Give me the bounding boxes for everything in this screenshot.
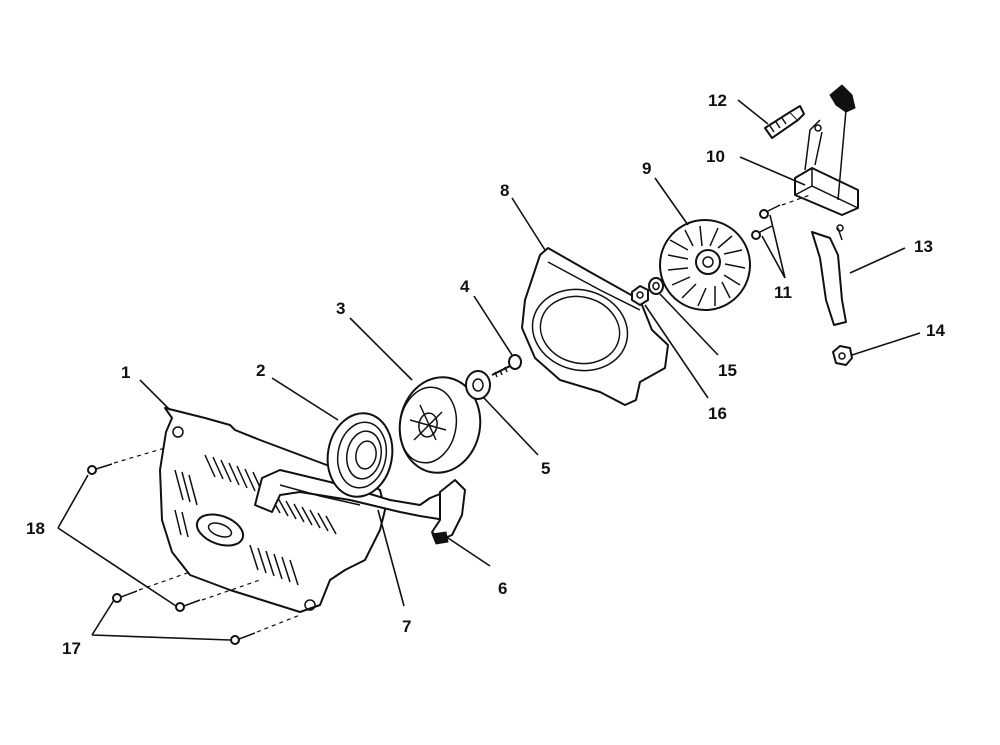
- callout-14: 14: [926, 321, 945, 340]
- leader-18: [57, 474, 177, 607]
- washer: [465, 370, 491, 400]
- leader-4: [473, 295, 513, 356]
- callout-17: 17: [62, 639, 81, 658]
- rope-handle-grip: [431, 479, 466, 545]
- rewind-spring: [326, 412, 394, 498]
- leader-15: [659, 293, 719, 356]
- callout-16: 16: [708, 404, 727, 423]
- callout-18: 18: [26, 519, 45, 538]
- leader-lines: [57, 99, 921, 641]
- callout-13: 13: [914, 237, 933, 256]
- callout-5: 5: [541, 459, 550, 478]
- leader-1: [139, 379, 171, 411]
- callout-8: 8: [500, 181, 509, 200]
- flywheel-washer: [648, 277, 664, 295]
- flywheel: [659, 219, 751, 311]
- callout-15: 15: [718, 361, 737, 380]
- leader-5: [483, 397, 539, 456]
- rope-pulley: [398, 376, 482, 474]
- callout-1: 1: [121, 363, 130, 382]
- leader-13: [849, 247, 906, 274]
- pulley-screw: [491, 354, 522, 378]
- leader-7: [377, 509, 405, 607]
- leader-16: [644, 304, 709, 399]
- fan-housing: [521, 247, 669, 406]
- hex-nut: [832, 345, 853, 366]
- housing-screws: [87, 447, 301, 645]
- callout-9: 9: [642, 159, 651, 178]
- module-screws: [751, 194, 811, 240]
- flywheel-nut: [631, 285, 649, 306]
- ignition-module: [794, 119, 859, 216]
- callout-7: 7: [402, 617, 411, 636]
- leader-3: [349, 317, 413, 381]
- leader-8: [511, 197, 546, 251]
- leader-14: [851, 332, 921, 356]
- callout-3: 3: [336, 299, 345, 318]
- callout-6: 6: [498, 579, 507, 598]
- callout-2: 2: [256, 361, 265, 380]
- leader-12: [737, 99, 769, 125]
- leader-10: [739, 156, 806, 186]
- spark-plug: [764, 105, 805, 139]
- callout-11: 11: [774, 283, 792, 302]
- leader-6: [444, 535, 491, 567]
- callout-10: 10: [706, 147, 725, 166]
- spark-plug-lead: [811, 84, 856, 326]
- leader-11: [761, 214, 786, 279]
- leader-2: [271, 377, 339, 421]
- leader-9: [654, 177, 689, 226]
- callout-4: 4: [460, 277, 470, 296]
- callout-12: 12: [708, 91, 727, 110]
- leader-17: [91, 599, 231, 641]
- callout-labels: 1 2 3 4 5 6 7 8 9 10 11 12 13 14 15 16 1…: [26, 91, 945, 658]
